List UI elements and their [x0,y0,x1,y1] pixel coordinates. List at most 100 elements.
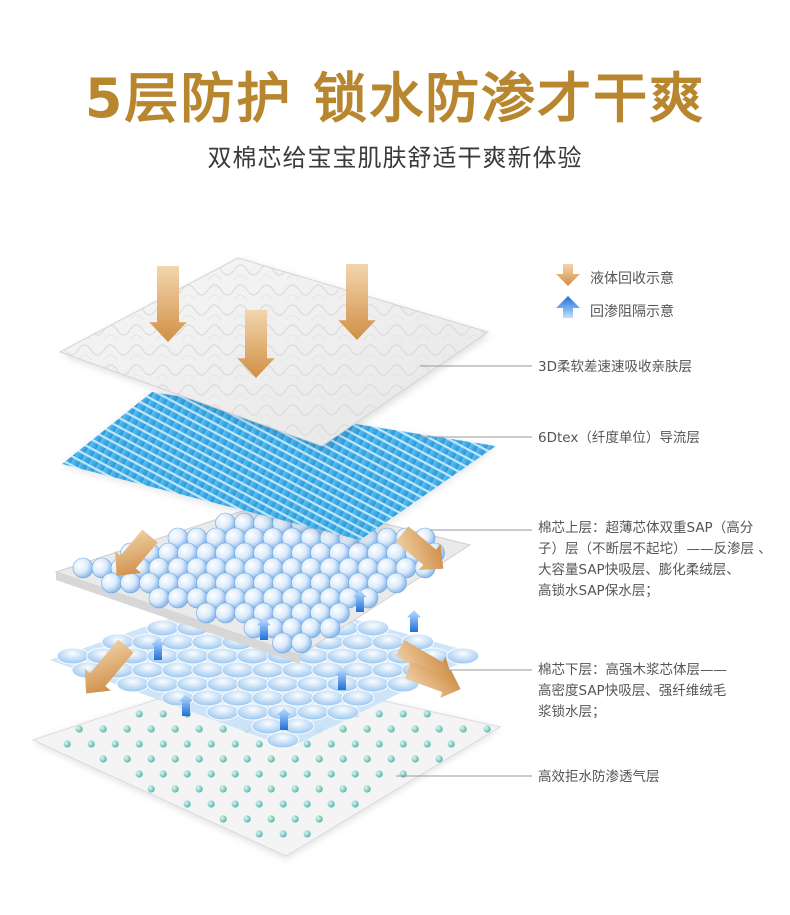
dot [75,725,83,733]
label-lower-core: 棉芯下层：高强木浆芯体层—— 高密度SAP快吸层、强纤维绒毛 浆锁水层； [538,662,727,720]
puff [146,619,180,637]
block-arrow-5-shape [277,708,291,730]
dot [243,755,251,763]
dot [303,770,311,778]
dot [363,785,371,793]
puff [371,661,405,679]
puff [56,647,90,665]
absorb-arrow-2 [237,310,275,378]
dot [267,755,275,763]
block-arrow-2 [257,618,271,640]
sap-ball [72,557,94,579]
block-arrow-3 [353,590,367,612]
dot [99,755,107,763]
dot [183,800,191,808]
dot [435,725,443,733]
absorb-arrow-1 [149,266,187,342]
puff [341,633,375,651]
dot [399,770,407,778]
dot [231,800,239,808]
page-subtitle: 双棉芯给宝宝肌肤舒适干爽新体验 [207,144,583,172]
absorb-arrow-2-shape [237,310,275,378]
dot [423,710,431,718]
dot [159,740,167,748]
block-arrow-1 [151,638,165,660]
absorb-arrow-5-shape [395,526,444,571]
dot [303,800,311,808]
dot [291,755,299,763]
puff [326,647,360,665]
dot [375,710,383,718]
dot [63,740,71,748]
puff [236,675,270,693]
block-arrow-4-shape [179,694,193,716]
block-arrow-6 [335,668,349,690]
dot [207,740,215,748]
absorb-arrow-5 [395,526,444,571]
dot [291,785,299,793]
block-arrow-7 [407,610,421,632]
dot [279,770,287,778]
puff [221,689,255,707]
puff [371,633,405,651]
puff [266,675,300,693]
puff [341,689,375,707]
rewet-block-arrows [151,590,421,730]
dot [123,725,131,733]
puff [176,647,210,665]
sap-ball [272,632,293,654]
puff [281,689,315,707]
dot [303,740,311,748]
sap-ball [291,632,312,654]
dot [183,770,191,778]
absorb-arrow-1-shape [149,266,187,342]
sap-ball [386,572,407,594]
puff [356,675,390,693]
dot [207,770,215,778]
dot [327,770,335,778]
legend-icons [556,264,580,318]
sap-ball [196,602,217,624]
block-arrow-6-shape [335,668,349,690]
dot [255,770,263,778]
block-arrow-5 [277,708,291,730]
block-arrow-1-shape [151,638,165,660]
puff [311,689,345,707]
puff [146,675,180,693]
dot [483,725,491,733]
legend-item-absorb: 液体回收示意 [556,268,674,288]
puff [116,675,150,693]
sap-ball [319,617,341,639]
puff [131,661,165,679]
dot [267,815,275,823]
dot [231,740,239,748]
dot [399,740,407,748]
dot [183,740,191,748]
puff [161,661,195,679]
sap-ball [148,587,170,609]
dot [351,800,359,808]
puff [341,661,375,679]
dot [123,755,131,763]
dot [147,725,155,733]
dot [147,785,155,793]
dot [243,815,251,823]
label-diversion: 6Dtex（纤度单位）导流层 [538,430,700,446]
puff [191,633,225,651]
sap-ball [101,572,122,594]
block-arrow-2-shape [257,618,271,640]
dot [291,815,299,823]
label-breathable-sheet: 高效拒水防渗透气层 [538,769,660,785]
arrow-down-icon [556,264,580,286]
puff [146,647,180,665]
dot [303,830,311,838]
dot [255,800,263,808]
dot [387,725,395,733]
puff [191,689,225,707]
sap-ball [329,602,350,624]
dot [351,770,359,778]
absorb-arrow-4-shape [115,529,158,576]
absorb-arrow-8-shape [404,661,461,698]
arrow-up-icon [556,296,580,318]
